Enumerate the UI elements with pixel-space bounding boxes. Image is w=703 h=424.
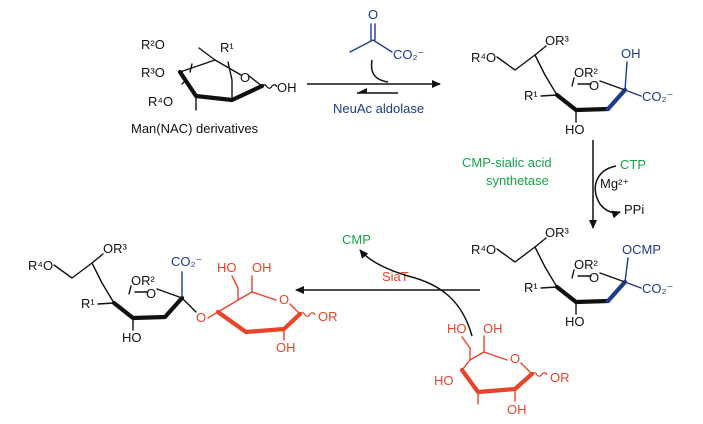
svg-text:CO₂⁻: CO₂⁻ [642, 281, 673, 296]
synthetase-label-line2: synthetase [486, 173, 549, 188]
synthetase-step: CTP CMP-sialic acid synthetase Mg²⁺ PPi [462, 140, 646, 229]
r4o-label: R⁴O [148, 94, 173, 109]
svg-text:OR³: OR³ [103, 241, 128, 256]
svg-text:OCMP: OCMP [622, 242, 661, 257]
galactose-acceptor: HO OH O HO OH OR [434, 321, 570, 417]
svg-text:OH: OH [252, 260, 272, 275]
sialic-acid-product: R⁴O OR³ OR² O R¹ HO OH CO₂⁻ [471, 33, 673, 137]
pyruvate-carboxylate-label: CO₂⁻ [393, 47, 424, 62]
svg-text:OH: OH [276, 340, 296, 355]
start-caption: Man(NAC) derivatives [131, 121, 259, 136]
svg-text:CO₂⁻: CO₂⁻ [642, 89, 673, 104]
sialoside-product: R⁴O OR³ OR² O R¹ HO CO₂⁻ O HO OH O OH OR [28, 241, 338, 355]
svg-text:HO: HO [217, 260, 237, 275]
svg-text:OR²: OR² [131, 273, 156, 288]
svg-text:HO: HO [565, 314, 585, 329]
svg-text:R¹: R¹ [524, 280, 538, 295]
svg-text:R⁴O: R⁴O [28, 258, 53, 273]
aldolase-label: NeuAc aldolase [333, 101, 424, 116]
svg-text:OH: OH [621, 46, 641, 61]
svg-text:OH: OH [483, 321, 503, 336]
svg-text:OR³: OR³ [545, 225, 570, 240]
svg-text:O: O [146, 286, 156, 301]
svg-text:OR²: OR² [574, 257, 599, 272]
svg-text:O: O [279, 292, 289, 307]
svg-text:OR²: OR² [574, 65, 599, 80]
svg-text:OR: OR [550, 370, 570, 385]
svg-text:O: O [589, 270, 599, 285]
sialyltransferase-step: SiaT CMP [295, 232, 480, 337]
siat-label: SiaT [382, 269, 409, 284]
anomeric-oh-label: OH [277, 80, 297, 95]
svg-text:OR³: OR³ [545, 33, 570, 48]
svg-text:HO: HO [447, 321, 467, 336]
cmp-sialic-acid: R⁴O OR³ OR² O R¹ HO OCMP CO₂⁻ [471, 225, 673, 329]
svg-text:R⁴O: R⁴O [471, 50, 496, 65]
r3o-label: R³O [141, 65, 165, 80]
svg-text:R¹: R¹ [524, 88, 538, 103]
mannose-derivative: R²O R³O R⁴O R¹ O OH Man(NAC) derivatives [131, 37, 297, 136]
ctp-label: CTP [620, 157, 646, 172]
pyruvate: O CO₂⁻ [349, 7, 424, 83]
mg-cofactor-label: Mg²⁺ [600, 176, 629, 191]
r1-label: R¹ [220, 40, 234, 55]
synthetase-label-line1: CMP-sialic acid [462, 155, 552, 170]
svg-text:OR: OR [318, 309, 338, 324]
svg-text:R⁴O: R⁴O [471, 242, 496, 257]
pyruvate-oxygen-label: O [368, 7, 378, 22]
svg-text:OH: OH [507, 402, 527, 417]
svg-text:R¹: R¹ [81, 296, 95, 311]
svg-text:O: O [196, 310, 206, 325]
svg-text:CO₂⁻: CO₂⁻ [171, 254, 202, 269]
svg-text:O: O [589, 78, 599, 93]
ppi-label: PPi [624, 202, 644, 217]
ring-oxygen-label: O [240, 70, 250, 85]
svg-text:O: O [510, 351, 520, 366]
svg-text:HO: HO [122, 330, 142, 345]
svg-text:HO: HO [434, 373, 454, 388]
cmp-label: CMP [342, 232, 371, 247]
r2o-label: R²O [141, 37, 165, 52]
svg-text:HO: HO [565, 122, 585, 137]
aldolase-equilibrium-arrows: NeuAc aldolase [307, 80, 441, 116]
